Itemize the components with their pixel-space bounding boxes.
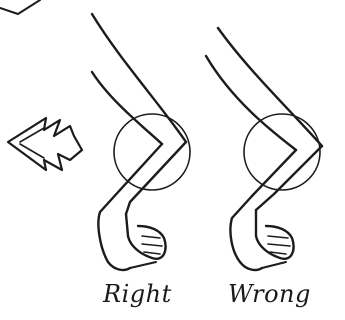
right-label: Right: [103, 280, 172, 308]
wrong-label: Wrong: [228, 280, 311, 308]
wrong-leg-figure: [206, 28, 322, 270]
wrong-knee-circle: [244, 114, 320, 190]
direction-arrow-icon: [8, 118, 82, 170]
corner-arrow-fragment: [0, 0, 40, 14]
right-leg-figure: [92, 14, 190, 270]
